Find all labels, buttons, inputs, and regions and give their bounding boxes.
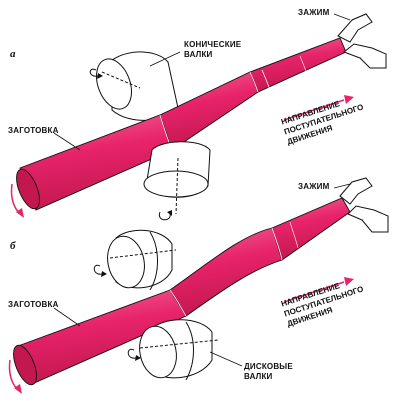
panel-b — [8, 177, 389, 394]
rotation-arrowhead-upper-a — [97, 73, 103, 79]
rotation-arrowhead-upper-b — [101, 271, 107, 277]
clamp-label-a: ЗАЖИМ — [298, 8, 330, 17]
rotation-arrow-upper-a — [89, 68, 99, 77]
direction-arrowhead-b — [344, 277, 354, 286]
rolls-label-b-line2: ВАЛКИ — [244, 372, 273, 381]
workpiece-label-b: ЗАГОТОВКА — [8, 300, 59, 309]
panel-b-letter: б — [10, 240, 16, 252]
clamp-label-b: ЗАЖИМ — [298, 182, 330, 191]
rolls-label-a-line1: КОНИЧЕСКИЕ — [184, 40, 242, 49]
workpiece-b — [13, 197, 351, 386]
lower-disc-roll — [139, 319, 219, 381]
rotation-arrow-lower-a — [158, 211, 171, 221]
rolls-label-b-line1: ДИСКОВЫЕ — [244, 362, 293, 371]
leader-rolls-a — [149, 51, 181, 67]
clamp-b — [339, 177, 389, 233]
panel-a-letter: a — [10, 48, 16, 60]
leader-workpiece-a — [53, 132, 81, 151]
lower-conical-roll — [143, 141, 211, 215]
leader-rolls-b — [209, 351, 243, 367]
rotation-arrow-lower-b — [127, 348, 137, 359]
leader-workpiece-b — [53, 307, 81, 327]
leader-clamp-a — [333, 13, 351, 21]
spin-arrowhead-a — [16, 208, 24, 218]
upper-disc-roll — [107, 229, 177, 291]
direction-arrowhead-a — [344, 95, 354, 104]
spin-arrowhead-b — [14, 384, 22, 394]
rotation-arrowhead-lower-b — [135, 355, 141, 361]
rotation-arrow-upper-b — [93, 264, 103, 275]
direction-arrow-b — [283, 281, 345, 303]
upper-conical-roll — [96, 51, 179, 121]
workpiece-label-a: ЗАГОТОВКА — [8, 126, 59, 135]
rolls-label-a-line2: ВАЛКИ — [184, 50, 213, 59]
direction-arrow-a — [283, 99, 345, 121]
rotation-arrowhead-lower-a — [167, 210, 172, 216]
leader-clamp-b — [333, 183, 351, 189]
clamp-a — [337, 13, 387, 69]
panel-a — [10, 13, 387, 221]
